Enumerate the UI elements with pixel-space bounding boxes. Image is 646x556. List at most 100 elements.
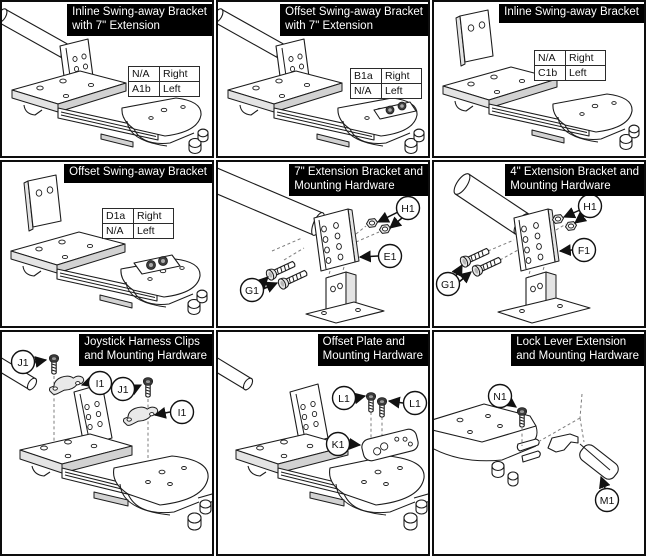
- drawing-lock-lever-extension: N1 M1: [434, 383, 620, 513]
- drawing-7in-extension-hardware: H1 E1 G1: [218, 167, 421, 324]
- callout-J1: J1: [10, 349, 48, 375]
- panel-title-banner: Joystick Harness Clips and Mounting Hard…: [79, 334, 212, 367]
- svg-text:J1: J1: [117, 384, 128, 396]
- panel-title-line: with 7" Extension: [285, 19, 373, 32]
- drawing-4in-extension-hardware: H1 F1 G1: [435, 173, 603, 324]
- callout-N1: N1: [487, 383, 517, 409]
- svg-text:I1: I1: [96, 378, 105, 390]
- part-side: Left: [565, 65, 606, 81]
- callout-L1-2: L1: [387, 390, 428, 416]
- lock-lever: [547, 433, 619, 480]
- drawing-offset-swing-away: [10, 174, 208, 316]
- part-code: B1a: [350, 68, 382, 84]
- panel-title-banner: Lock Lever Extension and Mounting Hardwa…: [511, 334, 644, 367]
- part-code: N/A: [128, 66, 160, 82]
- svg-text:I1: I1: [178, 407, 187, 419]
- svg-text:G1: G1: [245, 285, 259, 297]
- callout-J1-2: J1: [110, 376, 143, 402]
- part-code: N/A: [102, 223, 134, 239]
- mounting-nuts: [366, 218, 391, 234]
- part-code: C1b: [534, 65, 566, 81]
- tab-bracket: [455, 9, 494, 67]
- drawing-offset-swing-away-7ext: [218, 6, 425, 155]
- drawing-joystick-harness-clips: J1 I1 J1 I1: [2, 349, 212, 531]
- panel-title-line: Lock Lever Extension: [516, 336, 627, 348]
- part-side: Left: [381, 83, 422, 99]
- part-code: N/A: [350, 83, 382, 99]
- panel-title-line: Offset Plate and: [322, 336, 405, 348]
- svg-text:J1: J1: [17, 357, 28, 369]
- svg-text:G1: G1: [441, 279, 455, 291]
- plate-screws: [365, 392, 388, 418]
- callout-G1: G1: [239, 276, 279, 303]
- tab-bracket: [23, 174, 62, 232]
- part-code: A1b: [128, 81, 160, 97]
- panel-title-line: Inline Swing-away Bracket: [504, 6, 639, 18]
- mounting-screws: [458, 245, 504, 278]
- part-side: Right: [381, 68, 422, 84]
- part-side: Right: [133, 208, 174, 224]
- callout-H1: H1: [376, 195, 421, 229]
- callout-L1: L1: [331, 385, 367, 411]
- panel-title-line: 4" Extension Bracket and: [510, 166, 639, 178]
- callout-M1: M1: [594, 475, 620, 513]
- extension-clamp-block: [513, 208, 560, 272]
- partial-swing-plate: [434, 403, 541, 487]
- part-code: D1a: [102, 208, 134, 224]
- svg-text:M1: M1: [600, 495, 615, 507]
- svg-text:K1: K1: [332, 439, 345, 451]
- panel-title-banner: 7" Extension Bracket and Mounting Hardwa…: [289, 164, 428, 197]
- part-side: Left: [159, 81, 200, 97]
- svg-text:H1: H1: [401, 203, 415, 215]
- callout-G1: G1: [435, 263, 472, 297]
- panel-title-banner: Inline Swing-away Bracket with 7" Extens…: [67, 4, 212, 37]
- offset-plate-detail: [133, 254, 181, 275]
- part-side: Left: [133, 223, 174, 239]
- panel-lock-lever-extension: N1 M1 Lock Lever Extension and Mounting …: [432, 330, 646, 556]
- svg-text:E1: E1: [384, 251, 397, 263]
- panel-title-line: Offset Swing-away Bracket: [69, 166, 207, 178]
- svg-text:L1: L1: [338, 393, 350, 405]
- part-side: Right: [159, 66, 200, 82]
- svg-text:H1: H1: [583, 201, 597, 213]
- panel-title-line: Mounting Hardware: [322, 349, 423, 362]
- panel-offset-plate-hardware: L1 L1 K1 Offset Plate and Mounting Hardw…: [216, 330, 430, 556]
- panel-7in-extension-hardware: H1 E1 G1 7" Extension Bracket and Mounti…: [216, 160, 430, 328]
- callout-H1: H1: [562, 193, 603, 224]
- extension-clamp-block: [313, 208, 360, 272]
- svg-text:N1: N1: [493, 391, 507, 403]
- panel-offset-swing-away-7ext: Offset Swing-away Bracket with 7" Extens…: [216, 0, 430, 158]
- panel-title-banner: Offset Plate and Mounting Hardware: [317, 334, 428, 367]
- panel-title-line: with 7" Extension: [72, 19, 160, 32]
- callout-F1: F1: [558, 237, 597, 263]
- panel-title-line: Mounting Hardware: [510, 179, 611, 192]
- panel-title-line: and Mounting Hardware: [84, 349, 207, 362]
- mount-post: [305, 271, 385, 324]
- panel-joystick-harness-clips: J1 I1 J1 I1 Joystick Harness Clips and M…: [0, 330, 214, 556]
- panel-title-line: 7" Extension Bracket and: [294, 166, 423, 178]
- drawing-offset-plate-hardware: L1 L1 K1: [218, 356, 428, 531]
- callout-E1: E1: [358, 243, 403, 269]
- svg-text:L1: L1: [409, 398, 421, 410]
- panel-title-line: Offset Swing-away Bracket: [285, 6, 423, 18]
- panel-title-line: Mounting Hardware: [294, 179, 395, 192]
- callout-K1: K1: [325, 431, 362, 457]
- offset-plate-detail: [373, 101, 417, 120]
- svg-text:F1: F1: [578, 245, 590, 257]
- panel-title-line: Inline Swing-away Bracket: [72, 6, 207, 18]
- offset-plate: [361, 428, 419, 462]
- panel-title-banner: 4" Extension Bracket and Mounting Hardwa…: [505, 164, 644, 197]
- part-side: Right: [565, 50, 606, 66]
- panel-title-line: Joystick Harness Clips: [84, 336, 200, 348]
- panel-title-line: and Mounting Hardware: [516, 349, 639, 362]
- panel-title-banner: Inline Swing-away Bracket: [499, 4, 644, 23]
- panel-title-banner: Offset Swing-away Bracket: [64, 164, 212, 183]
- callout-I1-2: I1: [153, 399, 195, 425]
